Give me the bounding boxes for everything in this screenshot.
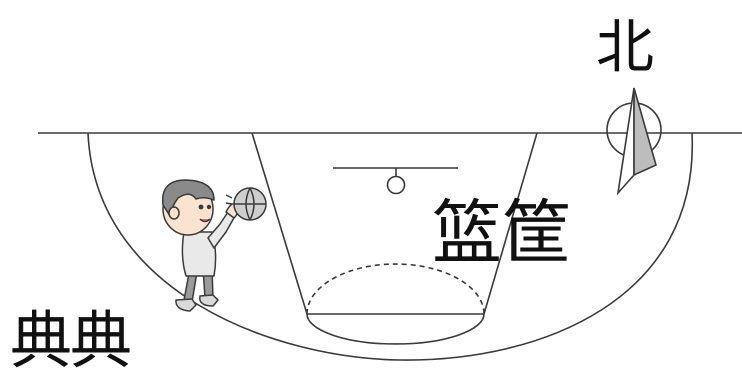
basketball-icon — [233, 187, 267, 221]
child-shooting-illustration — [161, 179, 240, 312]
free-throw-circle-solid — [306, 313, 485, 345]
lane-right-line — [483, 132, 538, 315]
north-label: 北 — [596, 13, 655, 81]
basket-label: 篮筐 — [432, 192, 572, 274]
north-arrow-icon — [606, 87, 662, 196]
basketball-hoop-icon — [333, 167, 458, 195]
person-name-label: 典典 — [10, 304, 132, 377]
motion-lines — [225, 194, 233, 205]
lane-left-line — [251, 132, 308, 315]
three-point-arc — [87, 132, 693, 361]
free-throw-circle-dashed — [306, 263, 485, 315]
